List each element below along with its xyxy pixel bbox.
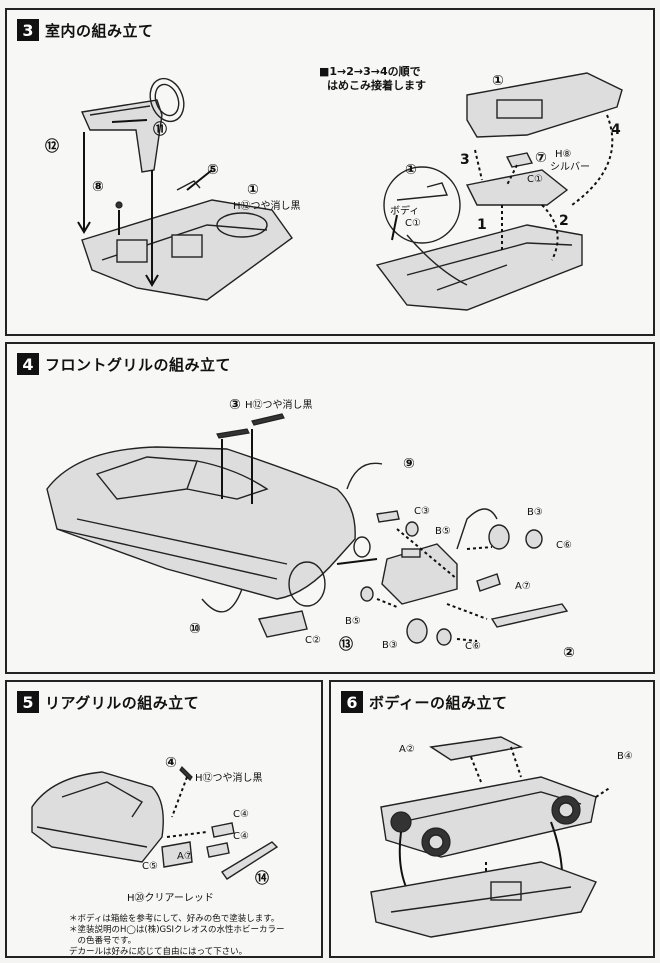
step3-part1-upper-label: ① bbox=[492, 73, 504, 89]
step5-note-3: の色番号です。 bbox=[69, 936, 137, 946]
step6-b4-label: B④ bbox=[617, 751, 633, 762]
step4-part9-label: ⑨ bbox=[403, 456, 415, 472]
step4-b3-upper-label: B③ bbox=[527, 507, 543, 518]
step5-paint-h12-label: H⑫つや消し黒 bbox=[195, 773, 263, 784]
step5-number: 5 bbox=[17, 691, 39, 713]
step5-notes: ＊ボディは箱絵を参考にして、好みの色で塗装します。 ＊塗装説明のH◯は(株)GS… bbox=[69, 914, 285, 958]
step3-order-4-label: 4 bbox=[611, 122, 621, 138]
step4-a7-label: A⑦ bbox=[515, 581, 531, 592]
step4-b5-lower-label: B⑤ bbox=[345, 616, 361, 627]
step3-part11-label: ⑪ bbox=[153, 122, 167, 138]
step6-panel: 6 ボディーの組み立て A② B④ bbox=[329, 680, 655, 958]
step5-part14-label: ⑭ bbox=[255, 871, 269, 887]
step3-title: 室内の組み立て bbox=[45, 21, 154, 40]
step3-paint-h8-label: H⑧ bbox=[555, 149, 572, 160]
step3-body-label: ボディ bbox=[390, 206, 420, 217]
step3-part1-label: ① bbox=[247, 182, 259, 198]
step4-b3-lower-label: B③ bbox=[382, 640, 398, 651]
step3-c1-loupe-label: C① bbox=[405, 218, 421, 229]
step3-interior-diagram bbox=[77, 77, 293, 301]
step5-note-2: ＊塗装説明のH◯は(株)GSIクレオスの水性ホビーカラー bbox=[69, 925, 285, 935]
step5-a7-label: A⑦ bbox=[177, 851, 193, 862]
step3-paint-h12-label: H⑫つや消し黒 bbox=[233, 201, 301, 212]
step4-c6-lower-label: C⑥ bbox=[465, 641, 481, 652]
step5-header: 5 リアグリルの組み立て bbox=[17, 691, 199, 713]
step3-order-3-label: 3 bbox=[460, 152, 470, 168]
step4-c6-upper-label: C⑥ bbox=[556, 540, 572, 551]
step5-c4-lower-label: C④ bbox=[233, 831, 249, 842]
step3-assembly-diagram bbox=[375, 72, 623, 311]
step3-silver-label: シルバー bbox=[550, 162, 590, 173]
step5-note-4: デカールは好みに応じて自由にはって下さい。 bbox=[69, 947, 248, 957]
step4-front-grille-diagram bbox=[46, 413, 569, 646]
step4-c3-label: C③ bbox=[414, 506, 430, 517]
step4-part2-label: ② bbox=[563, 645, 575, 661]
step5-paint-h90-label: H⑳クリアーレッド bbox=[127, 893, 214, 904]
step5-panel: 5 リアグリルの組み立て ④ H⑫つや消し黒 C④ C④ A⑦ C⑤ ⑭ H⑳ク… bbox=[5, 680, 323, 958]
step4-title: フロントグリルの組み立て bbox=[45, 355, 232, 374]
step5-title: リアグリルの組み立て bbox=[45, 693, 200, 712]
step4-part10-label: ⑩ bbox=[189, 621, 201, 637]
step6-a2-label: A② bbox=[399, 744, 415, 755]
step6-body-assembly-diagram bbox=[370, 736, 612, 938]
step3-order-1-label: 1 bbox=[477, 217, 487, 233]
step3-order-instruction: ■1→2→3→4の順で はめこみ接着します bbox=[319, 66, 426, 91]
step3-c1-upper-label: C① bbox=[527, 174, 543, 185]
step4-header: 4 フロントグリルの組み立て bbox=[17, 353, 231, 375]
step3-part12-label: ⑫ bbox=[45, 139, 59, 155]
step4-number: 4 bbox=[17, 353, 39, 375]
step3-order-line1: ■1→2→3→4の順で bbox=[319, 65, 421, 78]
step3-order-line2: はめこみ接着します bbox=[327, 79, 426, 92]
step3-part5-label: ⑤ bbox=[207, 162, 219, 178]
step4-part13-label: ⑬ bbox=[339, 637, 353, 653]
step3-panel: 3 室内の組み立て ⑫ ⑪ ⑤ ⑧ ① H⑫つや消し黒 ■1→2→3→4の順で … bbox=[5, 8, 655, 336]
step5-c4-upper-label: C④ bbox=[233, 809, 249, 820]
step3-number: 3 bbox=[17, 19, 39, 41]
step3-part7-label: ⑦ bbox=[535, 150, 547, 166]
step3-part1-loupe-label: ① bbox=[405, 162, 417, 178]
step3-order-2-label: 2 bbox=[559, 213, 569, 229]
step5-part4-label: ④ bbox=[165, 755, 177, 771]
step5-rear-grille-diagram bbox=[31, 766, 279, 880]
step5-c5-label: C⑤ bbox=[142, 861, 158, 872]
step4-part3-label: ③ bbox=[229, 397, 241, 413]
step3-part8-label: ⑧ bbox=[92, 179, 104, 195]
step5-note-1: ＊ボディは箱絵を参考にして、好みの色で塗装します。 bbox=[69, 914, 280, 924]
step4-c2-label: C② bbox=[305, 635, 321, 646]
step4-paint-h12-label: H⑫つや消し黒 bbox=[245, 400, 313, 411]
step4-panel: 4 フロントグリルの組み立て bbox=[5, 342, 655, 674]
step6-title: ボディーの組み立て bbox=[369, 693, 508, 712]
step6-header: 6 ボディーの組み立て bbox=[341, 691, 507, 713]
step3-header: 3 室内の組み立て bbox=[17, 19, 154, 41]
step4-b5-upper-label: B⑤ bbox=[435, 526, 451, 537]
step6-number: 6 bbox=[341, 691, 363, 713]
